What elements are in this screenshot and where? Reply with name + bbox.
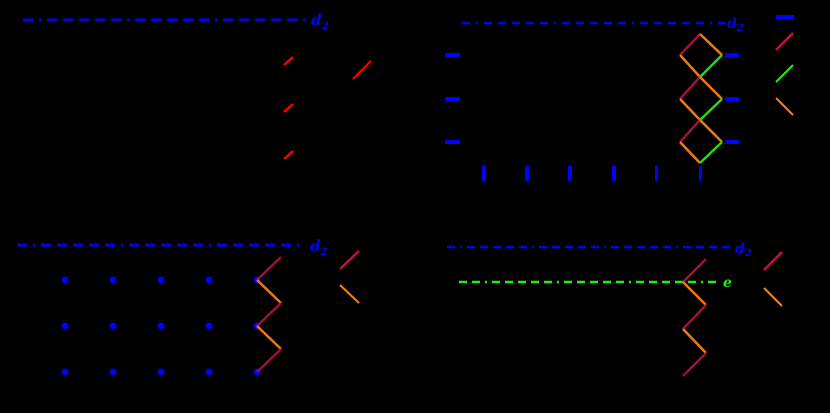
panel-top-left: d2 <box>23 11 372 160</box>
e-label: e <box>723 275 732 291</box>
blue-dot <box>61 368 69 376</box>
legend-orange-segment <box>339 284 360 304</box>
d2-label: d2 <box>311 11 329 32</box>
diamond <box>679 119 723 164</box>
blue-tick <box>699 166 702 181</box>
blue-dot <box>205 276 213 284</box>
blue-tick <box>655 166 658 181</box>
legend <box>775 15 794 116</box>
blue-dot <box>157 322 165 330</box>
blue-bar <box>725 97 739 101</box>
blue-dot <box>157 276 165 284</box>
d2-label: d2 <box>735 241 752 259</box>
blue-bar <box>445 140 460 144</box>
blue-dot <box>109 276 117 284</box>
blue-bar <box>725 53 739 57</box>
legend <box>339 250 360 304</box>
blue-dot <box>157 368 165 376</box>
blue-tick <box>525 166 529 181</box>
blue-dot <box>61 276 69 284</box>
legend-crimson-segment <box>763 251 783 271</box>
panel-top-right: d2 <box>445 15 794 181</box>
legend-orange-segment <box>763 287 783 307</box>
blue-bar <box>445 53 460 57</box>
d2-label: d2 <box>310 237 328 258</box>
blue-dot <box>205 322 213 330</box>
legend-green-segment <box>775 64 794 83</box>
blue-dot <box>205 368 213 376</box>
zigzag <box>682 258 707 377</box>
diamond <box>679 76 723 121</box>
blue-tick <box>482 166 486 181</box>
legend-crimson-segment <box>339 250 360 270</box>
red-segment <box>283 150 294 160</box>
blue-dot <box>61 322 69 330</box>
legend-orange-segment <box>775 97 794 116</box>
red-legend-segment <box>352 60 372 80</box>
blue-dot <box>109 368 117 376</box>
red-segment <box>283 56 294 66</box>
d2-label: d2 <box>727 16 744 34</box>
blue-bar <box>725 140 739 144</box>
legend <box>763 251 783 307</box>
blue-dot <box>109 322 117 330</box>
blue-tick <box>612 166 616 181</box>
diamond <box>679 33 723 78</box>
blue-tick <box>568 166 572 181</box>
blue-bar <box>445 97 460 101</box>
panel-bottom-left: d2 <box>17 237 360 376</box>
zigzag <box>256 256 282 373</box>
legend-crimson-segment <box>775 32 794 51</box>
legend-blue-bar <box>776 15 794 19</box>
red-segment <box>283 103 294 113</box>
panel-bottom-right: d2 e <box>447 241 783 377</box>
